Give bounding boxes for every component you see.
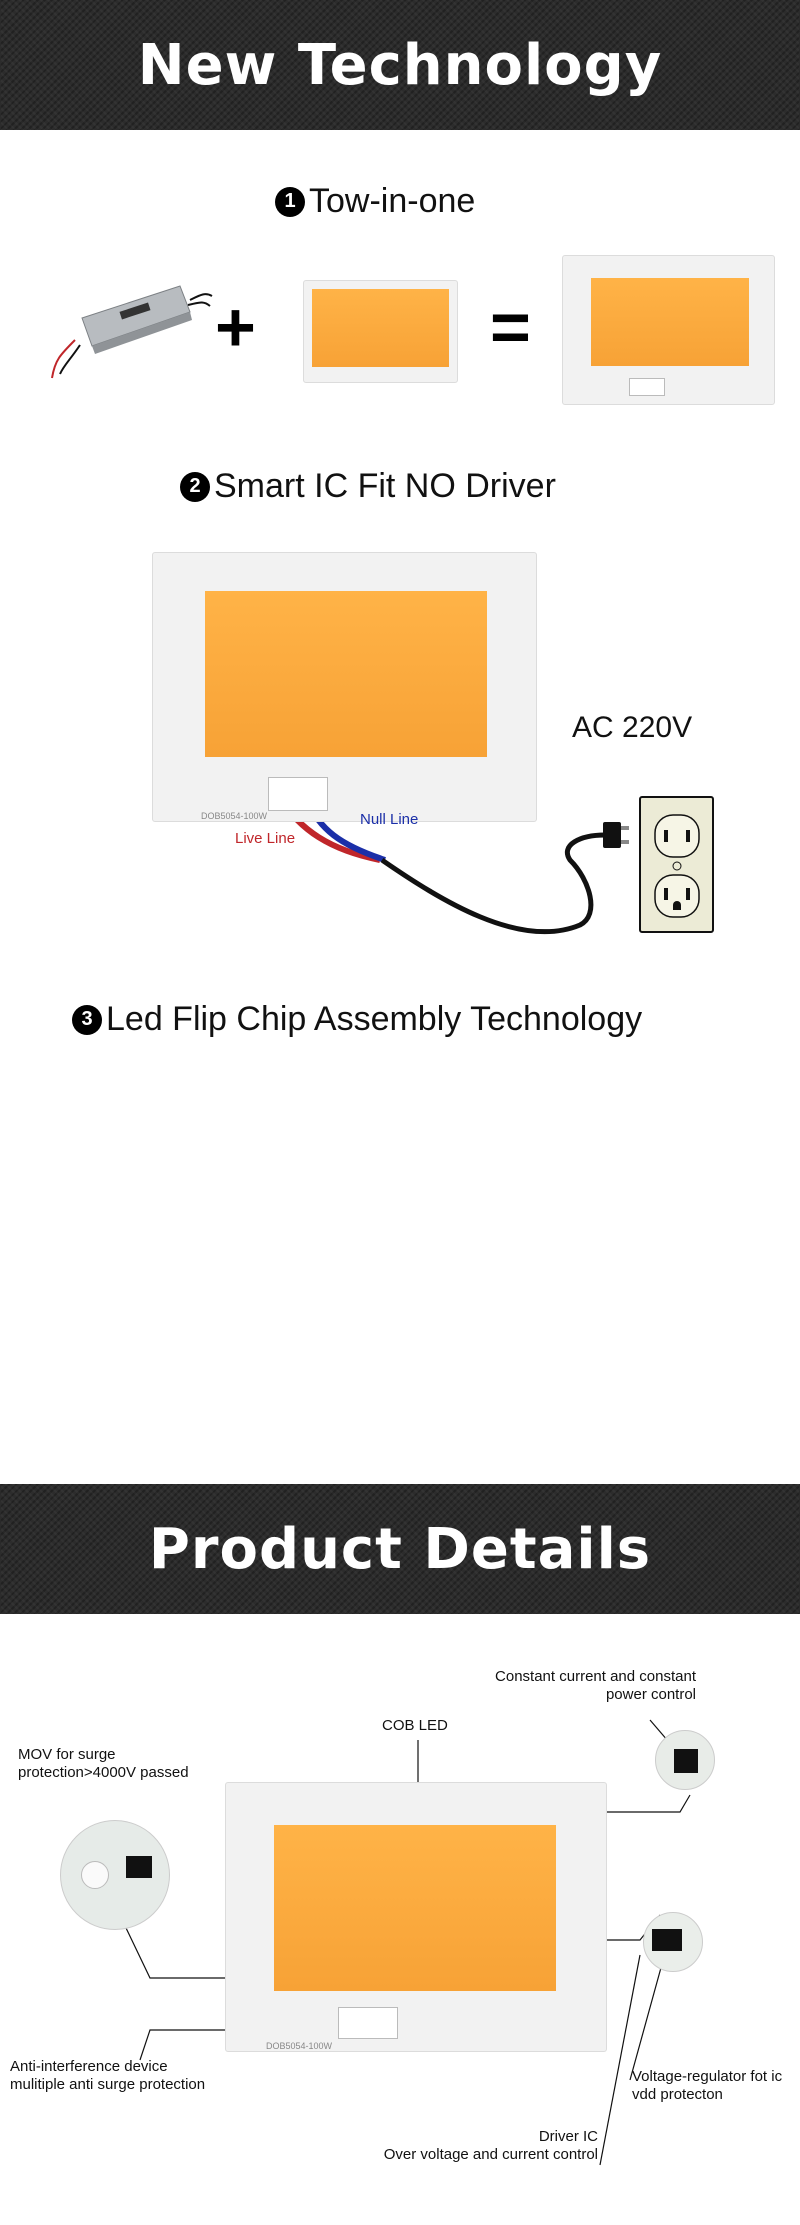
led-area	[312, 289, 449, 367]
cob-led-label: COB LED	[382, 1717, 448, 1734]
led-area	[205, 591, 487, 757]
anti-interference-label: Anti-interference device mulitiple anti …	[10, 2058, 206, 2093]
product-details-banner: Product Details	[0, 1484, 800, 1614]
led-area	[591, 278, 749, 366]
driver-chip-area	[629, 378, 665, 396]
banner-title: Product Details	[148, 1516, 652, 1582]
null-line-label: Null Line	[360, 811, 419, 828]
mov-disc	[81, 1861, 109, 1889]
board-model-text: DOB5054-100W	[201, 811, 268, 821]
ac-voltage-label: AC 220V	[572, 711, 693, 744]
cob-led-board-small	[303, 280, 458, 383]
section2-title: Smart IC Fit NO Driver	[214, 467, 556, 505]
section1-heading: 1 Tow-in-one	[275, 182, 475, 221]
mov-magnifier	[60, 1820, 170, 1930]
cob-led-board-details: DOB5054-100W	[225, 1782, 607, 2052]
number-badge: 2	[180, 471, 210, 502]
driver-chip-area	[338, 2007, 398, 2039]
led-driver-image	[51, 285, 213, 379]
number-badge: 1	[275, 186, 305, 217]
integrated-cob-board	[562, 255, 775, 405]
banner-title: New Technology	[137, 32, 663, 98]
cob-led-board-large: DOB5054-100W	[152, 552, 537, 822]
constant-current-label: Constant current and constant power cont…	[495, 1668, 696, 1703]
mov-label: MOV for surge protection>4000V passed	[18, 1746, 189, 1781]
section3-title: Led Flip Chip Assembly Technology	[106, 1000, 643, 1038]
voltage-regulator-label: Voltage-regulator fot ic vdd protecton	[632, 2068, 783, 2103]
led-area	[274, 1825, 556, 1991]
wall-outlet	[639, 796, 714, 933]
constant-current-magnifier	[655, 1730, 715, 1790]
plus-sign: +	[215, 288, 256, 366]
driver-chip-area	[268, 777, 328, 811]
section1-title: Tow-in-one	[309, 182, 476, 220]
equals-sign: =	[490, 288, 531, 366]
driver-ic-magnifier	[643, 1912, 703, 1972]
section3-heading: 3 Led Flip Chip Assembly Technology	[72, 1000, 642, 1039]
mov-chip	[126, 1856, 152, 1878]
new-technology-banner: New Technology	[0, 0, 800, 130]
ic-chip	[652, 1929, 682, 1951]
section2-heading: 2 Smart IC Fit NO Driver	[180, 467, 556, 506]
live-line-label: Live Line	[235, 830, 296, 847]
board-model-text: DOB5054-100W	[266, 2041, 333, 2051]
driver-ic-label: Driver IC Over voltage and current contr…	[383, 2128, 598, 2163]
ic-chip	[674, 1749, 698, 1773]
number-badge: 3	[72, 1004, 102, 1035]
